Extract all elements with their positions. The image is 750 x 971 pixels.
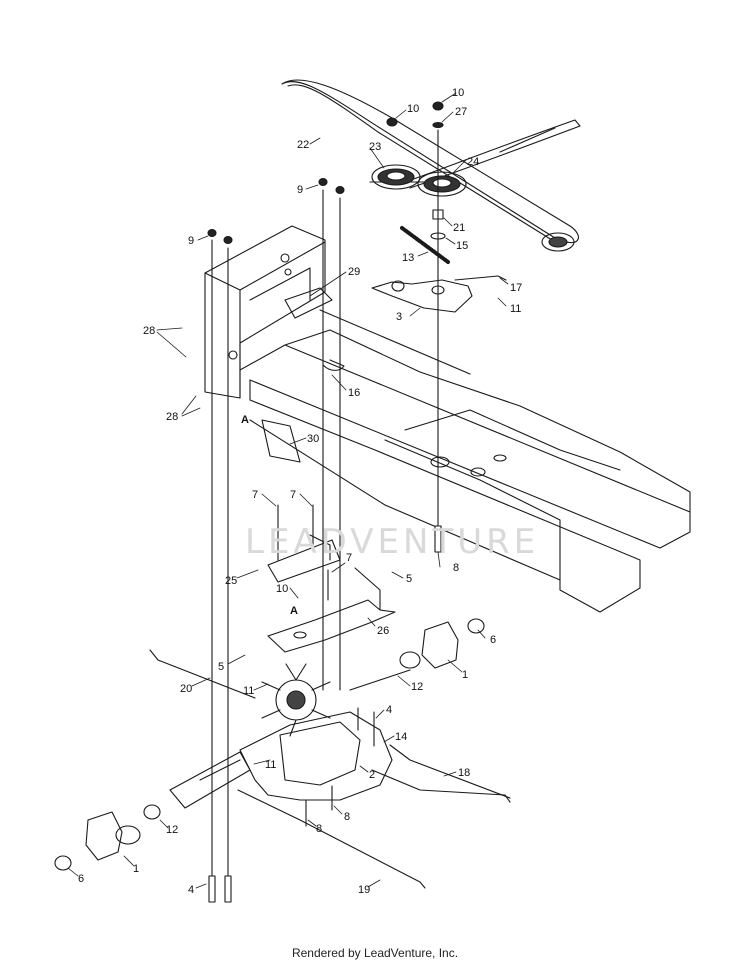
watermark: LEADVENTURE — [245, 522, 539, 562]
callout-label: 9 — [188, 235, 194, 247]
callout-label: 20 — [180, 683, 192, 695]
callout-label: 18 — [458, 767, 470, 779]
engine-pulley — [541, 232, 575, 252]
callout-label: 8 — [453, 562, 459, 574]
footer-credit: Rendered by LeadVenture, Inc. — [291, 946, 459, 960]
callout-label: 23 — [369, 141, 381, 153]
callout-label: A — [290, 605, 298, 617]
callout-label: 11 — [265, 759, 276, 771]
callout-label: 14 — [395, 731, 407, 743]
callout-label: 13 — [402, 252, 414, 264]
callout-leaders — [67, 92, 509, 889]
callout-label: 10 — [452, 87, 464, 99]
callout-label: 6 — [490, 634, 496, 646]
callout-label: 11 — [510, 303, 521, 315]
callout-label: 16 — [348, 387, 360, 399]
callout-label: 6 — [78, 873, 84, 885]
axle-hub-left — [54, 804, 161, 871]
drive-belt — [281, 79, 581, 244]
callout-label: 10 — [276, 583, 288, 595]
transaxle — [169, 669, 511, 809]
callout-label: 8 — [344, 811, 350, 823]
control-rods — [149, 649, 511, 889]
callout-label: 21 — [453, 222, 465, 234]
callout-label: 29 — [348, 266, 360, 278]
callout-label: 1 — [462, 669, 468, 681]
main-frame-rails — [239, 309, 691, 613]
callout-label: 9 — [297, 184, 303, 196]
callout-label: 26 — [377, 625, 389, 637]
callout-label: 12 — [411, 681, 423, 693]
callout-label: 15 — [456, 240, 468, 252]
callout-label: 12 — [166, 824, 178, 836]
callout-label: 25 — [225, 575, 237, 587]
callout-label: 5 — [218, 661, 224, 673]
callout-label: 1 — [133, 863, 139, 875]
callout-label: 22 — [297, 139, 309, 151]
callout-label: 7 — [252, 489, 258, 501]
callout-label: 3 — [396, 311, 402, 323]
callout-label: 7 — [290, 489, 296, 501]
axle-hub-right — [399, 618, 485, 669]
mounting-bracket-26 — [267, 567, 396, 653]
rear-frame — [204, 225, 326, 399]
idler-bracket — [371, 275, 507, 313]
short-bolts — [277, 504, 375, 827]
callout-labels: 10 10 27 22 23 24 9 21 9 15 13 29 17 3 1… — [78, 87, 522, 896]
callout-label: A — [241, 414, 249, 426]
callout-label: 19 — [358, 884, 370, 896]
callout-label: 28 — [143, 325, 155, 337]
callout-label: 4 — [188, 884, 194, 896]
callout-label: 10 — [407, 103, 419, 115]
callout-label: 30 — [307, 433, 319, 445]
callout-label: 11 — [243, 685, 254, 697]
cooling-fan — [261, 663, 331, 737]
idler-pulley-24 — [417, 171, 467, 197]
long-bolts — [208, 129, 442, 903]
frame-bracket — [261, 287, 345, 463]
callout-label: 24 — [467, 156, 479, 168]
callout-label: 28 — [166, 411, 178, 423]
callout-label: 27 — [455, 106, 467, 118]
idler-pulley-23 — [371, 164, 421, 190]
callout-label: 7 — [346, 552, 352, 564]
callout-label: 2 — [369, 769, 375, 781]
callout-label: 8 — [316, 823, 322, 835]
callout-label: 5 — [406, 573, 412, 585]
callout-label: 4 — [386, 704, 392, 716]
callout-label: 17 — [510, 282, 522, 294]
hex-nut-icon — [207, 101, 444, 245]
